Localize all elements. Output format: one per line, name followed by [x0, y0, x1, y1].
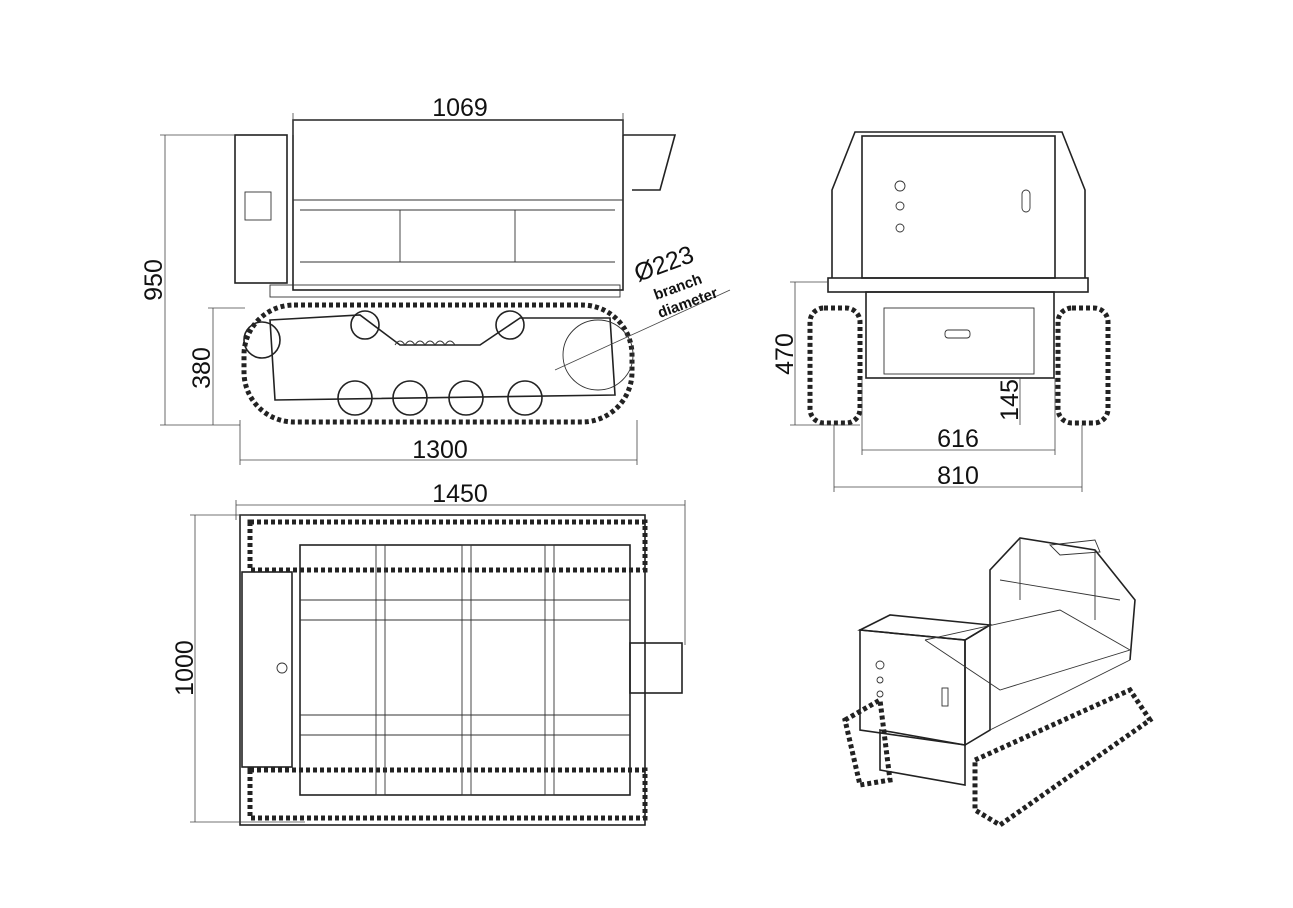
dim-145: 145 [996, 379, 1024, 421]
dim-1300: 1300 [412, 436, 468, 464]
dim-380: 380 [188, 347, 216, 389]
front-view: 470 145 616 810 [771, 131, 1111, 492]
dim-810: 810 [937, 462, 979, 490]
dim-470: 470 [771, 333, 799, 375]
isometric-view [842, 537, 1154, 828]
top-view: 1450 1000 [171, 480, 686, 826]
dim-1450: 1450 [432, 480, 488, 508]
dim-1000: 1000 [171, 640, 199, 696]
side-view: 1069 950 380 1300 Ø223 branch diameter [140, 94, 731, 465]
road-wheels [243, 310, 634, 416]
dim-1069: 1069 [432, 94, 488, 122]
dim-616: 616 [937, 425, 979, 453]
dim-950: 950 [140, 259, 168, 301]
